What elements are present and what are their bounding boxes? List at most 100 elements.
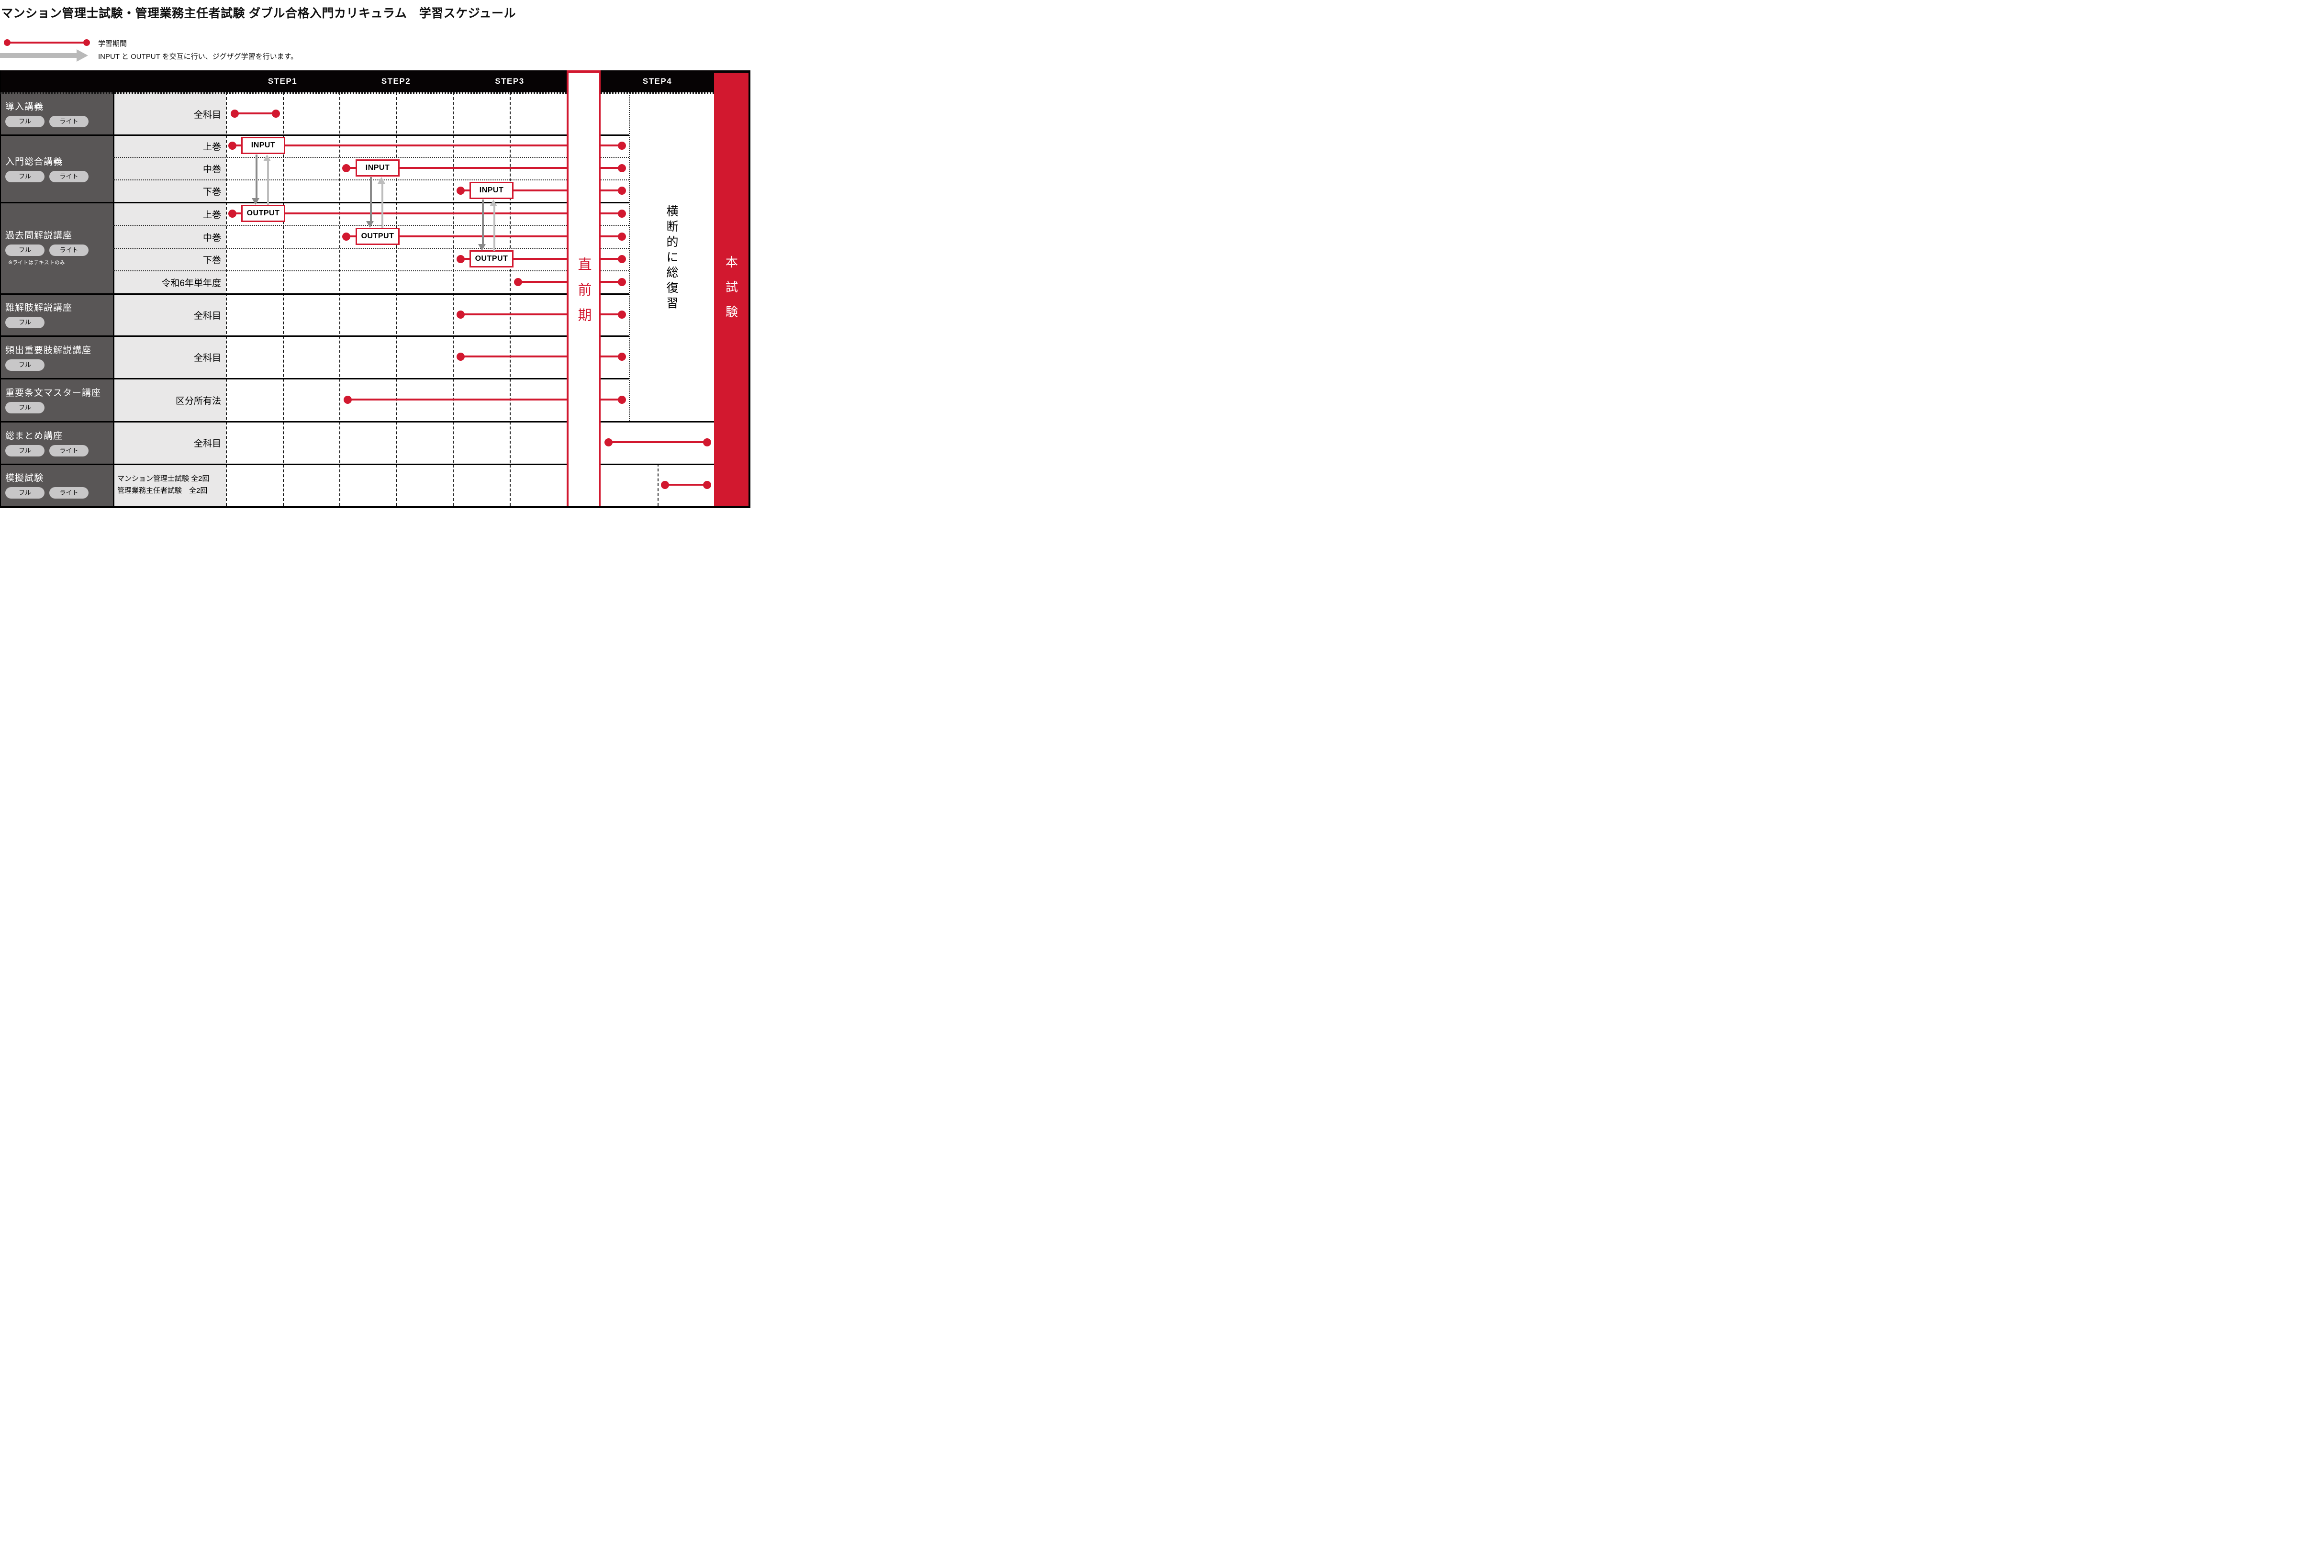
period-dot bbox=[617, 141, 626, 150]
separator bbox=[601, 202, 629, 203]
period-line bbox=[601, 167, 622, 169]
page-title: マンション管理士試験・管理業務主任者試験 ダブル合格入門カリキュラム 学習スケジ… bbox=[1, 7, 516, 20]
arrow-down-icon bbox=[482, 200, 484, 244]
period-dot bbox=[456, 352, 465, 361]
period-line bbox=[608, 441, 707, 443]
group-badges: フルライト bbox=[5, 445, 93, 456]
separator bbox=[601, 378, 629, 379]
period-line bbox=[232, 212, 567, 214]
badge-pill: ライト bbox=[49, 116, 89, 127]
table-left-border bbox=[0, 70, 1, 508]
separator bbox=[0, 293, 567, 295]
period-line bbox=[601, 235, 622, 237]
table-bottom-border bbox=[0, 506, 750, 508]
separator bbox=[601, 293, 629, 295]
period-line bbox=[460, 258, 567, 260]
chokuzenki-column bbox=[567, 70, 601, 506]
period-line bbox=[460, 189, 567, 191]
separator bbox=[0, 335, 567, 337]
arrow-down-icon bbox=[366, 221, 374, 228]
group-title: 頻出重要肢解説講座 bbox=[5, 345, 92, 356]
period-line bbox=[601, 399, 622, 400]
period-dot bbox=[456, 310, 465, 319]
sidebar-group: 頻出重要肢解説講座フル bbox=[0, 335, 113, 378]
period-dot bbox=[271, 109, 280, 118]
separator bbox=[601, 92, 714, 94]
separator bbox=[0, 378, 567, 379]
separator bbox=[0, 464, 567, 465]
separator bbox=[601, 134, 629, 136]
badge-pill: フル bbox=[5, 170, 45, 182]
period-line bbox=[601, 313, 622, 315]
subrow-separator bbox=[601, 270, 629, 271]
badge-pill: ライト bbox=[49, 445, 89, 456]
separator bbox=[601, 421, 714, 423]
separator bbox=[0, 421, 567, 423]
group-title: 総まとめ講座 bbox=[5, 431, 63, 441]
badge-pill: ライト bbox=[49, 244, 89, 256]
period-line bbox=[346, 167, 567, 169]
period-line bbox=[346, 235, 567, 237]
period-dot bbox=[617, 164, 626, 172]
separator bbox=[601, 335, 629, 337]
input-box: INPUT bbox=[469, 182, 514, 199]
subrow-separator bbox=[601, 248, 629, 249]
chokuzenki-left-border bbox=[567, 70, 569, 506]
period-dot bbox=[617, 352, 626, 361]
row-label: マンション管理士試験 全2回管理業務主任者試験 全2回 bbox=[117, 473, 225, 497]
group-title: 難解肢解説講座 bbox=[5, 303, 73, 313]
input-box: INPUT bbox=[356, 159, 400, 177]
badge-pill: フル bbox=[5, 244, 45, 256]
badge-pill: ライト bbox=[49, 170, 89, 182]
group-badges: フル bbox=[5, 402, 49, 413]
sidebar-group: 模擬試験フルライト bbox=[0, 464, 113, 506]
row-label-line: マンション管理士試験 全2回 bbox=[117, 475, 210, 483]
legend-period-end-dot-icon bbox=[83, 39, 90, 46]
arrow-up-icon bbox=[378, 177, 385, 184]
badge-pill: フル bbox=[5, 487, 45, 499]
badge-pill: フル bbox=[5, 402, 45, 413]
subrow-separator bbox=[113, 270, 567, 271]
output-box: OUTPUT bbox=[469, 250, 514, 267]
subrow-separator bbox=[113, 157, 567, 158]
row-label: 全科目 bbox=[193, 439, 221, 449]
legend-zigzag-arrow-icon bbox=[0, 53, 77, 58]
period-dot bbox=[617, 209, 626, 218]
honshiken-label: 本試験 bbox=[724, 256, 738, 330]
table-right-border bbox=[749, 70, 750, 508]
group-note: ※ライトはテキストのみ bbox=[8, 259, 65, 266]
subrow-separator bbox=[113, 248, 567, 249]
group-badges: フルライト bbox=[5, 116, 93, 127]
period-dot bbox=[230, 109, 239, 118]
grid-line bbox=[658, 464, 659, 506]
grid-line bbox=[283, 92, 284, 506]
oudan-label: 横断的に総復習 bbox=[665, 205, 678, 312]
input-box: INPUT bbox=[241, 137, 285, 154]
row-label: 中巻 bbox=[202, 165, 221, 175]
period-dot bbox=[703, 480, 711, 489]
grid-line bbox=[510, 92, 511, 506]
group-badges: フルライト bbox=[5, 170, 93, 182]
header-step3: STEP3 bbox=[495, 77, 525, 86]
sidebar-group: 過去問解説講座フルライト※ライトはテキストのみ bbox=[0, 202, 113, 293]
sidebar-group: 難解肢解説講座フル bbox=[0, 293, 113, 335]
period-dot bbox=[617, 232, 626, 241]
group-badges: フルライト bbox=[5, 487, 93, 499]
subrow-separator bbox=[601, 225, 629, 226]
period-line bbox=[601, 212, 622, 214]
grid-line bbox=[629, 92, 630, 421]
period-line bbox=[601, 145, 622, 146]
period-dot bbox=[703, 438, 711, 446]
subrow-separator bbox=[601, 157, 629, 158]
table-header-band-right bbox=[714, 70, 750, 73]
row-label: 令和6年単年度 bbox=[161, 278, 221, 289]
period-dot bbox=[617, 278, 626, 286]
period-line bbox=[601, 281, 622, 283]
arrow-up-icon bbox=[493, 206, 495, 251]
period-dot bbox=[228, 209, 236, 218]
row-label: 上巻 bbox=[202, 210, 221, 220]
subrow-separator bbox=[113, 225, 567, 226]
period-line bbox=[518, 281, 567, 283]
row-label: 区分所有法 bbox=[175, 396, 221, 406]
period-dot bbox=[342, 164, 350, 172]
